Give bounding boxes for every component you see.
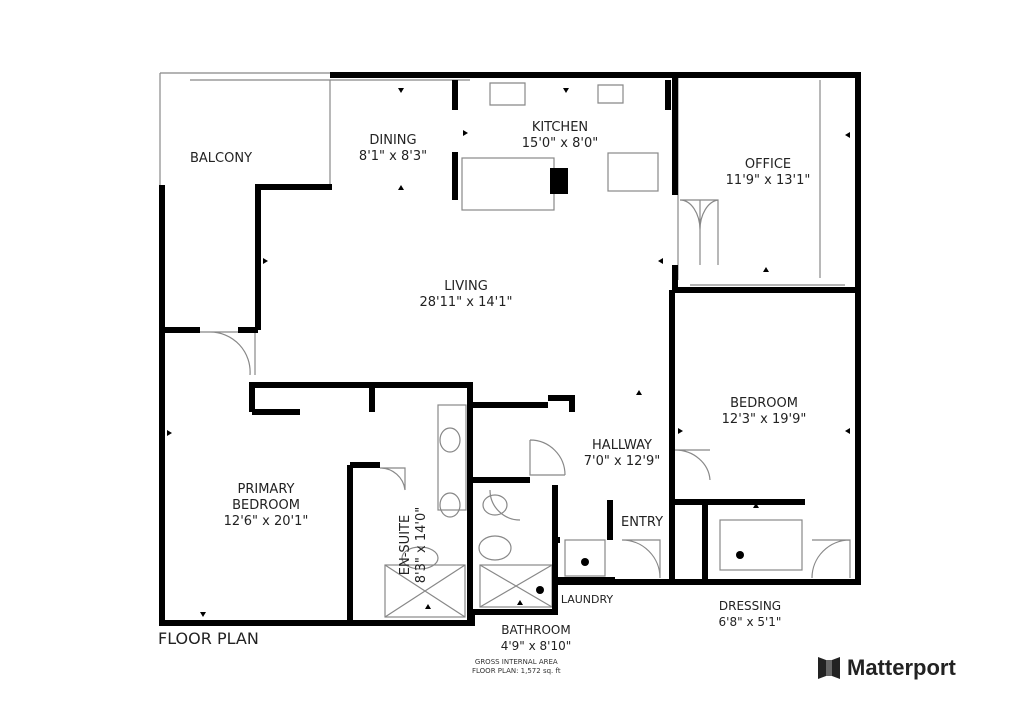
brand-name: Matterport xyxy=(847,655,956,680)
room-name: BEDROOM xyxy=(730,396,798,411)
room-size: 8'1" x 8'3" xyxy=(358,149,428,164)
matterport-logo-icon xyxy=(818,657,840,679)
room-size: 28'11" x 14'1" xyxy=(419,295,513,310)
room-name: EN-SUITE xyxy=(398,514,413,576)
room-size: 8'3" x 14'0" xyxy=(414,506,429,584)
room-entry: ENTRY xyxy=(621,515,663,531)
room-name: BEDROOM xyxy=(232,498,300,513)
room-size: 4'9" x 8'10" xyxy=(500,639,572,653)
room-name: BATHROOM xyxy=(501,623,571,637)
matterport-logo: Matterport xyxy=(817,655,956,681)
room-name: LAUNDRY xyxy=(560,593,614,606)
room-name: OFFICE xyxy=(744,157,792,172)
room-name: DINING xyxy=(369,133,417,148)
room-bathroom: BATHROOM 4'9" x 8'10" xyxy=(501,622,572,654)
room-laundry: LAUNDRY xyxy=(561,592,613,608)
gross-area-label: GROSS INTERNAL AREA xyxy=(474,658,558,666)
room-size: 12'3" x 19'9" xyxy=(721,412,807,427)
room-name: LIVING xyxy=(444,279,488,294)
room-size: 15'0" x 8'0" xyxy=(521,136,599,151)
plan-title: FLOOR PLAN xyxy=(158,629,259,648)
room-dressing: DRESSING 6'8" x 5'1" xyxy=(719,598,782,630)
room-size: 7'0" x 12'9" xyxy=(583,454,661,469)
thin-lines xyxy=(159,72,851,618)
room-name: ENTRY xyxy=(620,515,664,530)
room-name: DRESSING xyxy=(718,599,782,613)
room-name: KITCHEN xyxy=(531,120,589,135)
room-name: HALLWAY xyxy=(592,438,652,453)
room-balcony: BALCONY xyxy=(190,151,252,167)
dimension-markers xyxy=(167,88,850,617)
gross-area-value: FLOOR PLAN: 1,572 sq. ft xyxy=(472,667,561,675)
room-size: 12'6" x 20'1" xyxy=(223,514,309,529)
room-name: PRIMARY xyxy=(237,482,295,497)
kitchen-appliance xyxy=(550,168,568,194)
room-name: BALCONY xyxy=(189,151,253,166)
gross-area: GROSS INTERNAL AREA FLOOR PLAN: 1,572 sq… xyxy=(472,658,561,676)
room-size: 6'8" x 5'1" xyxy=(718,615,782,629)
room-size: 11'9" x 13'1" xyxy=(725,173,811,188)
walls xyxy=(159,72,861,626)
